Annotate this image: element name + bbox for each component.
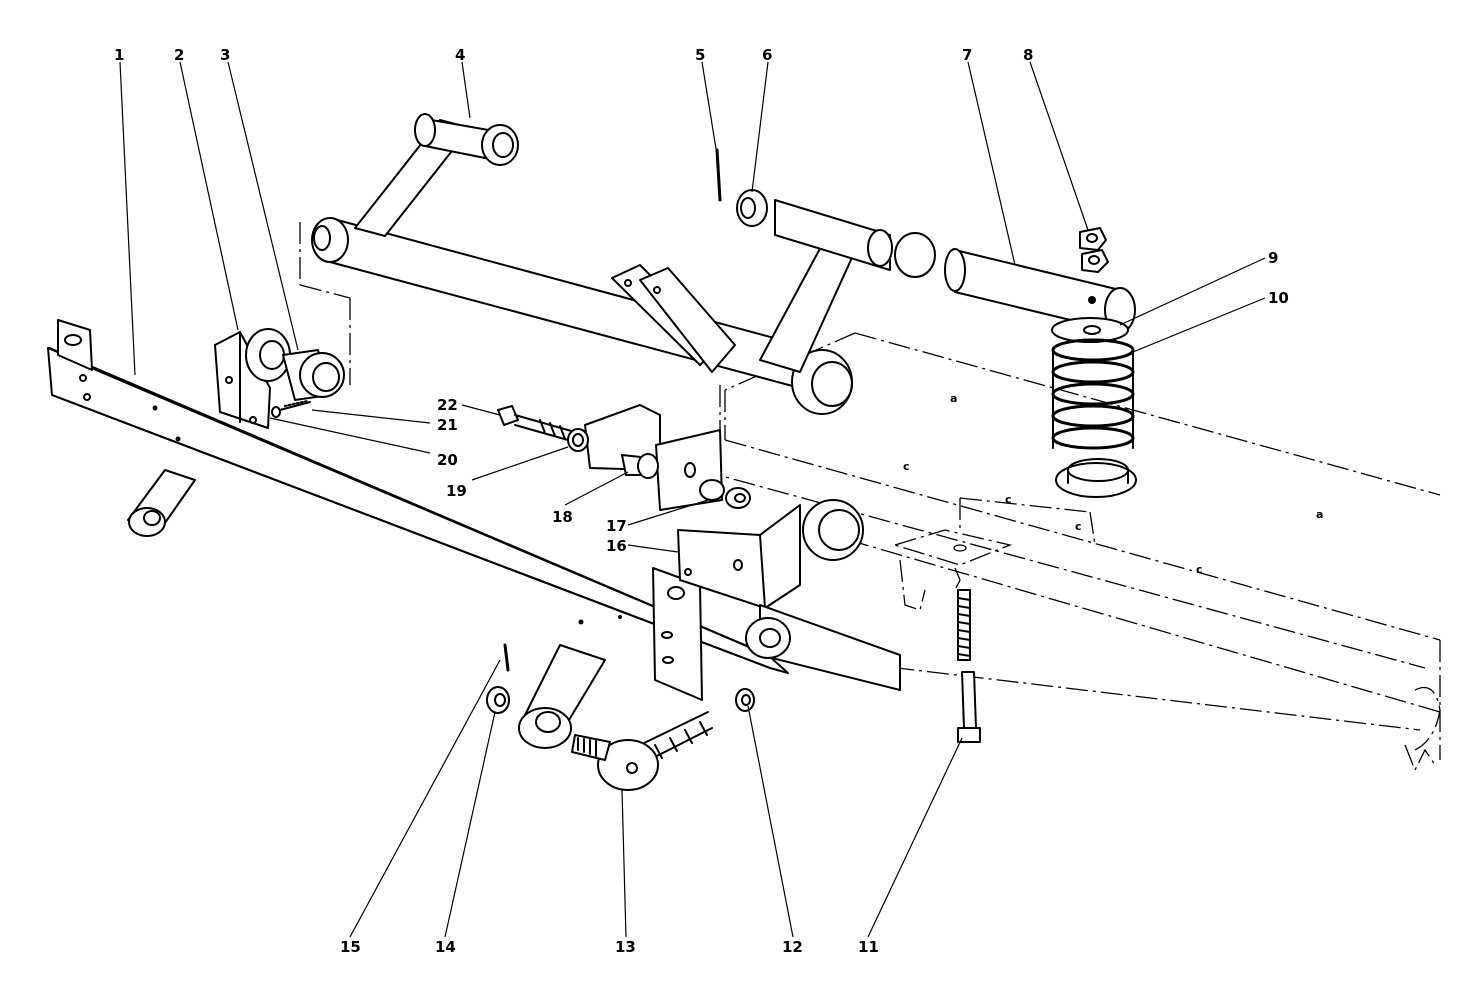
callout-10: 10 bbox=[1268, 289, 1289, 307]
rear-mount-bracket bbox=[892, 529, 1013, 611]
callout-14: 14 bbox=[435, 938, 456, 956]
svg-text:c: c bbox=[1075, 520, 1082, 533]
front-cross-member bbox=[47, 319, 789, 749]
track-rod-end bbox=[571, 711, 713, 791]
pivot-bolt bbox=[497, 405, 589, 452]
callout-1: 1 bbox=[114, 46, 124, 64]
callout-21: 21 bbox=[437, 416, 458, 434]
svg-text:a: a bbox=[1316, 508, 1323, 521]
svg-text:c: c bbox=[1196, 563, 1203, 576]
callout-labels: 1 2 3 4 5 6 7 8 9 10 11 12 13 14 15 16 1… bbox=[114, 46, 1289, 956]
bracket-nut bbox=[735, 688, 755, 712]
leader-lines bbox=[119, 61, 1266, 938]
callout-8: 8 bbox=[1023, 46, 1033, 64]
callout-13: 13 bbox=[615, 938, 636, 956]
callout-18: 18 bbox=[552, 508, 573, 526]
callout-15: 15 bbox=[340, 938, 361, 956]
callout-11: 11 bbox=[858, 938, 879, 956]
small-bolt-washer bbox=[271, 400, 311, 418]
callout-6: 6 bbox=[762, 46, 772, 64]
split-pin-top bbox=[715, 148, 722, 202]
callout-2: 2 bbox=[174, 46, 184, 64]
svg-text:c: c bbox=[1005, 493, 1012, 506]
callout-22: 22 bbox=[437, 396, 458, 414]
svg-text:a: a bbox=[950, 392, 957, 405]
spacer-plates bbox=[584, 404, 751, 511]
lower-pivot-bush bbox=[745, 604, 901, 691]
callout-7: 7 bbox=[962, 46, 972, 64]
castle-nut bbox=[486, 686, 510, 714]
spring-bottom-seat bbox=[1055, 458, 1137, 498]
callout-3: 3 bbox=[220, 46, 230, 64]
left-pivot-bracket bbox=[214, 328, 291, 429]
coil-spring bbox=[1051, 338, 1135, 450]
locknuts bbox=[1079, 227, 1109, 273]
callout-16: 16 bbox=[606, 537, 627, 555]
callout-4: 4 bbox=[455, 46, 465, 64]
callout-12: 12 bbox=[782, 938, 803, 956]
callout-9: 9 bbox=[1268, 249, 1278, 267]
callout-17: 17 bbox=[606, 517, 627, 535]
bush-left bbox=[282, 349, 345, 401]
callout-20: 20 bbox=[437, 451, 458, 469]
split-pin-lower bbox=[503, 643, 510, 672]
spring-top-cup bbox=[1051, 317, 1129, 343]
long-bolt bbox=[957, 589, 981, 743]
right-pivot-bracket bbox=[677, 499, 864, 609]
callout-5: 5 bbox=[695, 46, 705, 64]
upper-wishbone-bar bbox=[311, 113, 1136, 415]
callout-19: 19 bbox=[446, 482, 467, 500]
svg-text:c: c bbox=[903, 460, 910, 473]
